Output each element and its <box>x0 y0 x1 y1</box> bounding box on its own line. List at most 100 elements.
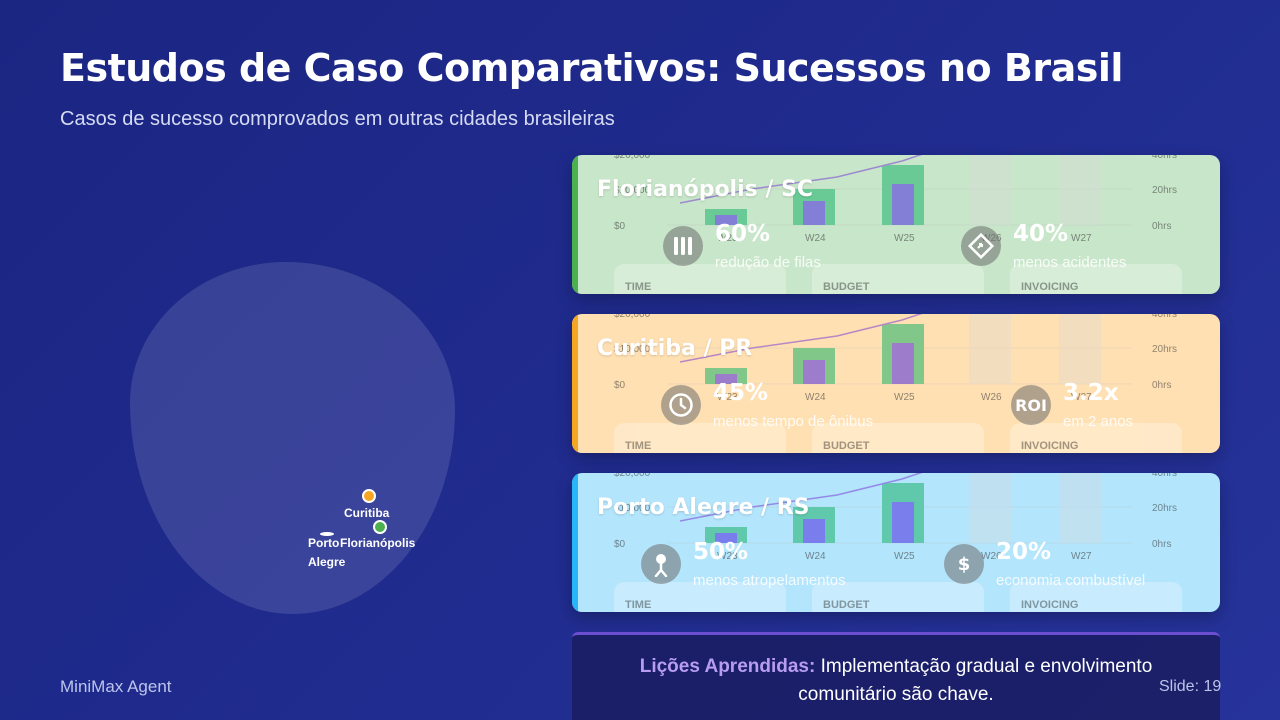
chart-y-left-label: $20,000 <box>614 155 651 161</box>
chart-bar-blue <box>715 374 737 384</box>
chart-trend-line <box>679 155 923 204</box>
chart-y-right-label: 20hrs <box>1152 344 1177 355</box>
chart-bar-blue <box>892 343 914 384</box>
city-label-porto-alegre-line1: Porto <box>308 536 340 550</box>
chart-trend-line <box>679 314 923 363</box>
chart-tab-box <box>614 423 786 453</box>
chart-week-label: W27 <box>1071 233 1092 244</box>
road-sign-icon <box>961 226 1001 266</box>
chart-tab-box <box>1010 423 1182 453</box>
page-subtitle: Casos de sucesso comprovados em outras c… <box>60 108 615 130</box>
card-city-title: Florianópolis / SC <box>597 177 814 202</box>
card-accent-bar <box>572 155 578 294</box>
footer-brand: MiniMax Agent <box>60 677 172 696</box>
chart-tab-label: BUDGET <box>823 281 870 293</box>
chart-week-column <box>1059 155 1101 225</box>
city-label-porto-alegre: Porto Alegre <box>308 534 345 572</box>
chart-tab-box <box>1010 582 1182 612</box>
chart-week-label: W25 <box>894 551 915 562</box>
chart-tab-label: INVOICING <box>1021 599 1078 611</box>
chart-week-label: W27 <box>1071 551 1092 562</box>
lessons-text: Implementação gradual e envolvimento com… <box>798 656 1153 705</box>
chart-tab-box <box>614 264 786 294</box>
chart-bar-blue <box>803 360 825 384</box>
chart-week-column <box>969 473 1011 543</box>
chart-bar-blue <box>803 201 825 225</box>
chart-week-column <box>1059 314 1101 384</box>
clock-icon <box>661 385 701 425</box>
chart-week-label: W23 <box>717 233 738 244</box>
city-label-porto-alegre-line2: Alegre <box>308 555 346 569</box>
slide-number: Slide: 19 <box>1159 678 1222 695</box>
card-city-title: Porto Alegre / RS <box>597 495 810 520</box>
chart-tab-label: TIME <box>625 440 651 452</box>
chart-y-left-label: $10,000 <box>614 185 651 196</box>
chart-tab-box <box>812 582 984 612</box>
chart-bar-blue <box>803 519 825 543</box>
chart-y-right-label: 40hrs <box>1152 314 1177 320</box>
chart-tab-box <box>1010 264 1182 294</box>
pedestrian-icon <box>641 544 681 584</box>
chart-y-left-label: $20,000 <box>614 473 651 479</box>
chart-y-left-label: $10,000 <box>614 503 651 514</box>
metric-label: menos atropelamentos <box>693 572 846 589</box>
chart-week-label: W27 <box>1071 392 1092 403</box>
chart-week-column <box>1059 473 1101 543</box>
queue-icon <box>663 226 703 266</box>
lessons-learned-box: Lições Aprendidas: Implementação gradual… <box>572 632 1220 720</box>
chart-y-right-label: 0hrs <box>1152 539 1171 550</box>
metric-label: menos acidentes <box>1013 254 1127 271</box>
chart-week-label: W23 <box>717 392 738 403</box>
chart-week-column <box>969 314 1011 384</box>
chart-week-label: W25 <box>894 233 915 244</box>
chart-y-left-label: $0 <box>614 539 626 550</box>
chart-week-column <box>969 155 1011 225</box>
roi-icon: ROI <box>1011 385 1051 425</box>
chart-week-label: W24 <box>805 392 826 403</box>
chart-y-left-label: $20,000 <box>614 314 651 320</box>
chart-y-left-label: $0 <box>614 221 626 232</box>
chart-y-right-label: 0hrs <box>1152 380 1171 391</box>
city-dot-porto-alegre[interactable] <box>320 532 334 536</box>
chart-y-right-label: 40hrs <box>1152 155 1177 161</box>
chart-week-label: W23 <box>717 551 738 562</box>
chart-y-left-label: $0 <box>614 380 626 391</box>
chart-tab-label: INVOICING <box>1021 281 1078 293</box>
metric-value: 40% <box>1013 221 1069 247</box>
chart-tab-label: INVOICING <box>1021 440 1078 452</box>
city-dot-curitiba[interactable] <box>362 489 376 503</box>
city-dot-florianopolis[interactable] <box>373 520 387 534</box>
city-label-curitiba: Curitiba <box>344 506 390 520</box>
chart-week-label: W24 <box>805 551 826 562</box>
chart-trend-line <box>679 473 923 522</box>
chart-tab-box <box>812 423 984 453</box>
chart-bar-blue <box>892 502 914 543</box>
dollar-icon: $ <box>944 544 984 584</box>
chart-y-right-label: 0hrs <box>1152 221 1171 232</box>
metric-label: menos tempo de ônibus <box>713 413 874 430</box>
metric-value: 60% <box>715 221 771 247</box>
map-region-shape <box>130 262 455 614</box>
metric-value: 20% <box>996 539 1052 565</box>
metric-value: 45% <box>713 380 769 406</box>
chart-y-right-label: 20hrs <box>1152 503 1177 514</box>
chart-week-label: W25 <box>894 392 915 403</box>
metric-label: economia combustível <box>996 572 1146 589</box>
chart-week-label: W26 <box>981 392 1002 403</box>
chart-bar-blue <box>715 533 737 543</box>
chart-bar-blue <box>715 215 737 225</box>
card-accent-bar <box>572 473 578 612</box>
chart-tab-label: BUDGET <box>823 599 870 611</box>
chart-y-left-label: $10,000 <box>614 344 651 355</box>
chart-tab-label: BUDGET <box>823 440 870 452</box>
chart-tab-label: TIME <box>625 281 651 293</box>
chart-bar-blue <box>892 184 914 225</box>
chart-week-label: W24 <box>805 233 826 244</box>
dollar-icon-text: $ <box>957 553 971 575</box>
